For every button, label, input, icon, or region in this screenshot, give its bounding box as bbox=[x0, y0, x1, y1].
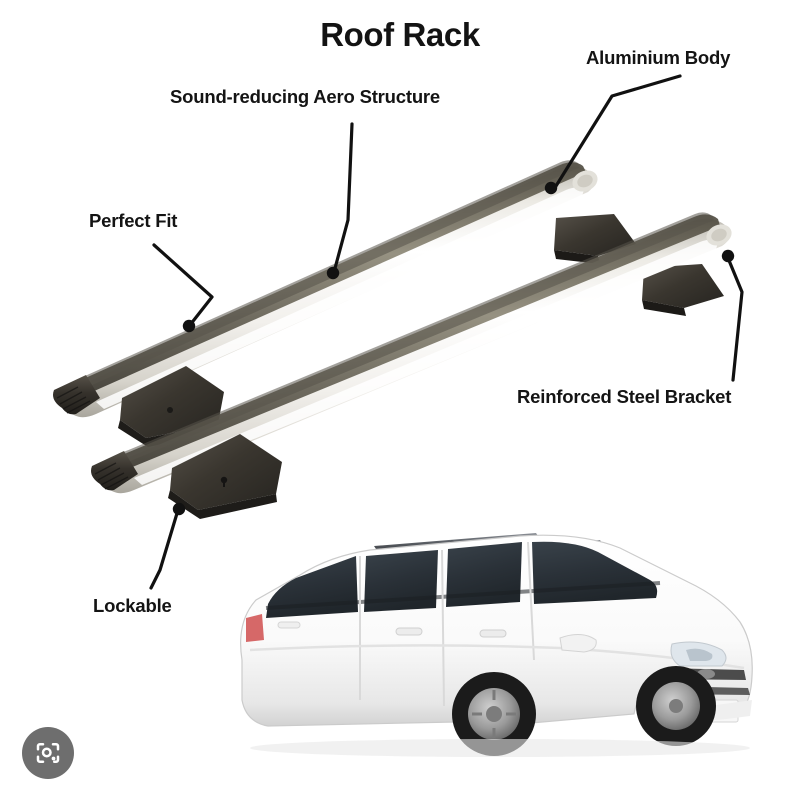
rear-door-glass bbox=[364, 550, 438, 612]
vehicle-body bbox=[240, 534, 753, 727]
leader-dot-perfect-fit bbox=[182, 319, 196, 333]
headlight bbox=[670, 641, 727, 667]
roof-rack-bar-front bbox=[91, 212, 732, 519]
vehicle-roof-rails bbox=[374, 533, 604, 587]
leader-sound-reducing-aero bbox=[332, 122, 354, 274]
leader-dot-lockable bbox=[172, 502, 186, 516]
leader-dot-aluminium-body bbox=[544, 181, 558, 195]
callout-label-perfect-fit: Perfect Fit bbox=[89, 210, 178, 231]
leader-lockable bbox=[149, 508, 180, 590]
lens-icon bbox=[36, 743, 60, 763]
lens-search-button[interactable] bbox=[22, 727, 74, 779]
front-door-glass bbox=[446, 542, 522, 607]
leader-dot-sound-reducing-aero bbox=[326, 266, 340, 280]
rear-quarter-glass bbox=[266, 556, 358, 618]
leader-perfect-fit bbox=[152, 243, 214, 327]
windshield bbox=[532, 541, 658, 604]
callout-label-reinforced-steel-bracket: Reinforced Steel Bracket bbox=[517, 386, 732, 407]
leader-dot-reinforced-steel-bracket bbox=[721, 249, 735, 263]
callout-label-aluminium-body: Aluminium Body bbox=[586, 47, 731, 68]
callout-label-lockable: Lockable bbox=[93, 595, 172, 616]
callout-label-sound-reducing-aero: Sound-reducing Aero Structure bbox=[170, 86, 441, 107]
leader-aluminium-body bbox=[554, 74, 682, 188]
leader-reinforced-steel-bracket bbox=[726, 256, 744, 382]
rear-wheel bbox=[452, 672, 536, 756]
front-wheel bbox=[636, 666, 716, 746]
page-title: Roof Rack bbox=[320, 16, 480, 53]
